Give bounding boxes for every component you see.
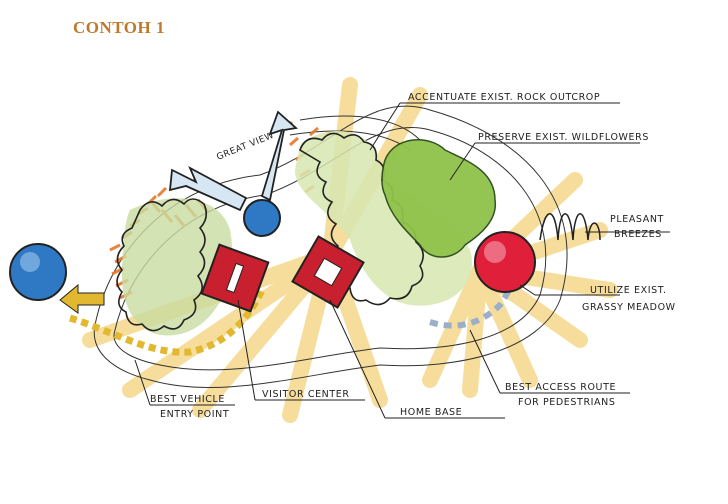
entry-arrow-icon [59, 283, 105, 314]
vehicle-path [68, 288, 266, 356]
label-rock-outcrop: ACCENTUATE EXIST. ROCK OUTCROP [408, 92, 600, 103]
breeze-squiggle-icon [539, 213, 601, 241]
home-base-building [291, 235, 365, 309]
label-wildflowers: PRESERVE EXIST. WILDFLOWERS [478, 132, 649, 143]
rock-outcrop-area [295, 130, 472, 306]
label-meadow-2: GRASSY MEADOW [582, 302, 676, 313]
great-view-arrows-icon [168, 110, 299, 212]
scalloped-outlines [116, 132, 424, 332]
label-breezes-1: PLEASANT [610, 214, 664, 225]
meadow-wash [121, 198, 233, 336]
label-great-view: GREAT VIEW [215, 131, 275, 163]
red-circle-meadow [474, 231, 536, 293]
sunburst-rays [82, 77, 618, 423]
leader-lines [134, 102, 670, 419]
label-visitor-center: VISITOR CENTER [262, 389, 350, 400]
label-meadow-1: UTILIZE EXIST. [590, 285, 667, 296]
label-vehicle-2: ENTRY POINT [160, 409, 229, 420]
page-title: CONTOH 1 [73, 18, 166, 37]
label-home-base: HOME BASE [400, 407, 462, 418]
label-vehicle-1: BEST VEHICLE [150, 394, 225, 405]
wildflowers-area [381, 139, 496, 258]
label-access-2: FOR PEDESTRIANS [518, 397, 615, 408]
blue-circle-view [243, 199, 281, 237]
blue-circle-west [9, 243, 67, 301]
label-access-1: BEST ACCESS ROUTE [505, 382, 616, 393]
visitor-center-building [200, 243, 270, 313]
label-breezes-2: BREEZES [614, 229, 662, 240]
